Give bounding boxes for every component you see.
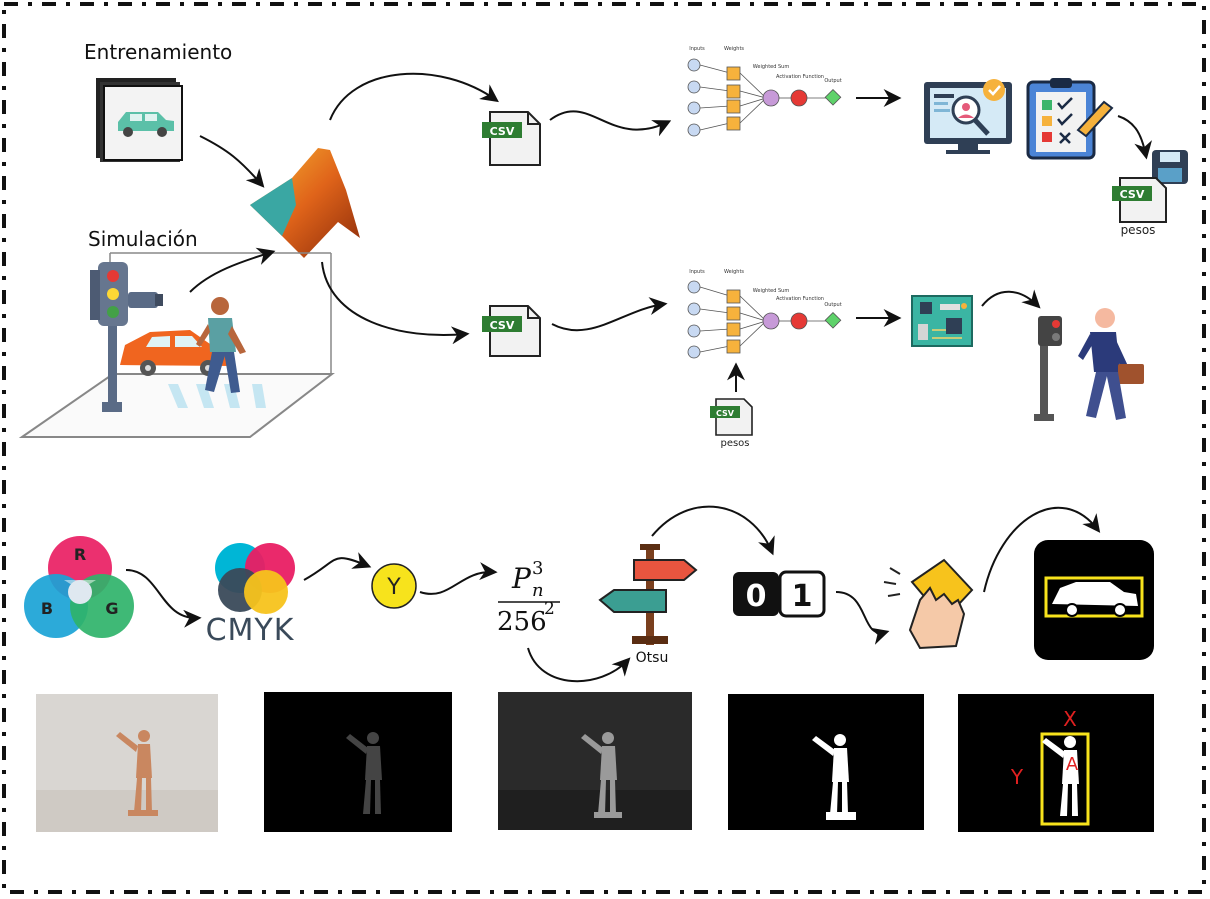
car-icon — [118, 112, 174, 137]
pesos-label-top: pesos — [1121, 223, 1156, 237]
binary-0-label: 0 — [746, 579, 767, 614]
csv-pesos-icon-small: CSV pesos — [710, 398, 753, 449]
car-detection-result-icon — [1034, 540, 1154, 660]
cleaning-hand-icon — [883, 558, 974, 650]
neural-network-middle: Inputs Weights Weighted Sum Activation F… — [687, 269, 842, 359]
binary-icon: 0 1 — [733, 570, 826, 618]
axis-x-label: X — [1063, 707, 1077, 731]
monitor-search-icon — [924, 79, 1012, 154]
nn-output-label: Output — [824, 302, 841, 308]
circuit-board-icon — [911, 295, 973, 347]
arrow-y-to-formula — [419, 562, 498, 595]
thumbnail-y-channel — [264, 692, 452, 832]
formula-numerator-sup: 3 — [532, 558, 543, 579]
nn-output-label: Output — [824, 78, 841, 84]
csv-label: CSV — [490, 319, 515, 332]
csv-label: CSV — [1120, 188, 1145, 201]
arrow-matlab-to-csv-top — [329, 72, 499, 121]
axis-a-label: A — [1066, 754, 1079, 775]
figure-silhouette — [581, 732, 622, 818]
thumbnail-normalized — [498, 692, 692, 830]
nn-weights-label: Weights — [724, 269, 744, 275]
save-disk-icon — [1152, 150, 1188, 184]
formula-numerator-sub: n — [532, 580, 544, 601]
training-label: Entrenamiento — [84, 40, 233, 64]
arrow-matlab-to-csv-middle — [321, 261, 470, 345]
simulation-scene — [18, 252, 335, 438]
arrow-rgb-to-cmyk — [125, 569, 202, 628]
crosswalk-stripes — [168, 384, 266, 408]
thumbnail-bounding-box: X Y A — [958, 694, 1154, 832]
arrow-board-to-traffic — [981, 289, 1041, 309]
axis-y-label: Y — [1010, 765, 1024, 789]
nn-inputs-label: Inputs — [689, 269, 705, 275]
nn-weighted-sum-label: Weighted Sum — [753, 64, 790, 70]
arrow-clipboard-to-save — [1117, 115, 1152, 160]
formula-denominator-sup: 2 — [544, 599, 555, 619]
nn-activation-label: Activation Function — [776, 296, 824, 302]
otsu-signpost-icon: Otsu — [598, 544, 698, 666]
checklist-clipboard-icon — [1026, 78, 1114, 160]
rgb-venn-icon: R B G — [24, 536, 134, 638]
simulation-label: Simulación — [88, 227, 198, 251]
arrow-cmyk-to-y — [303, 552, 372, 581]
normalization-formula: P 3 n 256 2 — [497, 558, 560, 637]
rgb-g-label: G — [105, 599, 118, 618]
traffic-light-icon — [90, 262, 163, 412]
arrow-signpost-to-binary — [651, 505, 775, 556]
csv-pesos-icon-top: CSV pesos — [1112, 177, 1167, 237]
pedestrian-icon — [196, 297, 246, 393]
y-channel-label: Y — [386, 575, 401, 600]
arrow-csv-to-nn-top — [549, 110, 672, 137]
csv-file-icon-top: CSV — [482, 111, 541, 166]
neural-network-top: Inputs Weights Weighted Sum Activation F… — [687, 46, 842, 137]
rgb-r-label: R — [74, 545, 86, 564]
arrow-formula-to-otsu — [527, 647, 631, 683]
formula-denominator-base: 256 — [497, 607, 547, 637]
nn-activation-label: Activation Function — [776, 74, 824, 80]
figure-silhouette — [812, 734, 856, 820]
figure-silhouette — [1042, 736, 1079, 816]
figure-silhouette — [346, 732, 382, 814]
arrow-training-to-matlab — [199, 135, 265, 188]
formula-numerator-base: P — [511, 562, 532, 595]
arrow-csv-to-nn-middle — [551, 297, 668, 332]
y-channel-icon: Y — [371, 563, 417, 609]
figure-silhouette — [116, 730, 158, 816]
pesos-label-small: pesos — [720, 438, 749, 449]
training-image-stack — [96, 78, 183, 162]
arrow-binary-to-hand — [835, 591, 890, 645]
rgb-b-label: B — [41, 599, 53, 618]
arrow-hand-to-result — [983, 506, 1101, 593]
nn-weighted-sum-label: Weighted Sum — [753, 288, 790, 294]
cmyk-label: CMYK — [206, 613, 295, 648]
cmyk-venn-icon: CMYK — [206, 543, 295, 648]
thumbnail-rgb — [36, 694, 218, 832]
traffic-light-small-icon — [1034, 316, 1062, 421]
matlab-logo-icon — [250, 148, 360, 258]
businessman-icon — [1078, 308, 1144, 420]
binary-1-label: 1 — [792, 579, 813, 614]
orange-car-icon — [120, 330, 232, 376]
thumbnail-otsu-binary — [728, 694, 924, 830]
otsu-label: Otsu — [636, 650, 669, 666]
arrow-simulation-to-matlab — [189, 247, 276, 293]
nn-weights-label: Weights — [724, 46, 744, 52]
csv-file-icon-middle: CSV — [482, 305, 541, 357]
csv-label: CSV — [716, 409, 735, 418]
csv-label: CSV — [490, 125, 515, 138]
nn-inputs-label: Inputs — [689, 46, 705, 52]
